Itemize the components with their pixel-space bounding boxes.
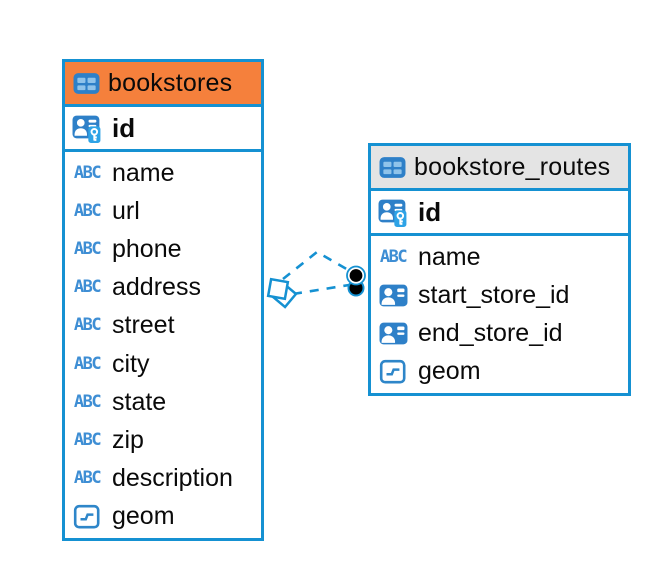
relationship-diamond-marker [266,277,298,309]
field-label: description [112,464,233,493]
table-header-bookstore-routes[interactable]: bookstore_routes [371,146,628,191]
table-title: bookstore_routes [414,152,611,181]
table-title: bookstores [108,68,233,97]
field-row-description[interactable]: ABC description [65,460,261,498]
reference-type-icon [376,281,410,310]
field-row-name[interactable]: ABC name [65,154,261,192]
field-row-geom[interactable]: geom [65,498,261,536]
geometry-type-icon [376,358,410,386]
geometry-type-icon [70,503,104,531]
field-label: id [112,112,136,143]
text-type-icon: ABC [73,277,102,298]
field-label: id [418,196,442,227]
text-type-icon: ABC [73,315,102,336]
field-label: geom [112,502,175,531]
field-list: ABC name start_store_id end_store_id ge [371,236,628,393]
primary-key-icon [70,113,104,144]
reference-type-icon [376,319,410,348]
field-list: ABC name ABC url ABC phone ABC address A… [65,152,261,538]
table-icon [73,70,100,97]
field-row-state[interactable]: ABC state [65,383,261,421]
table-icon [379,154,406,181]
text-type-icon: ABC [73,430,102,451]
field-label: street [112,311,175,340]
field-label: phone [112,235,182,263]
text-type-icon: ABC [379,246,408,267]
field-row-name[interactable]: ABC name [371,238,628,276]
field-label: name [418,242,481,271]
relationship-line-1[interactable] [282,250,351,281]
text-type-icon: ABC [73,162,102,183]
field-label: geom [418,357,481,386]
table-bookstore-routes[interactable]: bookstore_routes id ABC name start_store… [368,143,631,396]
field-row-phone[interactable]: ABC phone [65,230,261,268]
field-row-zip[interactable]: ABC zip [65,421,261,459]
field-row-address[interactable]: ABC address [65,269,261,307]
field-row-start-store-id[interactable]: start_store_id [371,276,628,314]
field-row-id[interactable]: id [371,191,628,236]
field-label: end_store_id [418,319,563,348]
field-label: start_store_id [418,280,570,309]
field-label: city [112,349,150,378]
field-row-city[interactable]: ABC city [65,345,261,383]
field-label: address [112,273,201,302]
field-row-end-store-id[interactable]: end_store_id [371,315,628,353]
text-type-icon: ABC [73,239,102,259]
field-label: state [112,387,167,416]
text-type-icon: ABC [73,200,102,221]
field-row-url[interactable]: ABC url [65,192,261,230]
text-type-icon: ABC [73,391,102,412]
text-type-icon: ABC [73,353,102,374]
relationship-line-2[interactable] [292,283,350,296]
field-label: name [112,158,175,187]
table-header-bookstores[interactable]: bookstores [65,62,261,107]
primary-key-icon [376,197,410,228]
table-bookstores[interactable]: bookstores id ABC name ABC url ABC phone… [62,59,264,541]
text-type-icon: ABC [73,468,102,489]
field-row-id[interactable]: id [65,107,261,152]
field-label: url [112,196,140,225]
relationship-dot-markers [346,265,366,297]
field-label: zip [112,426,144,455]
field-row-street[interactable]: ABC street [65,307,261,345]
field-row-geom[interactable]: geom [371,353,628,391]
